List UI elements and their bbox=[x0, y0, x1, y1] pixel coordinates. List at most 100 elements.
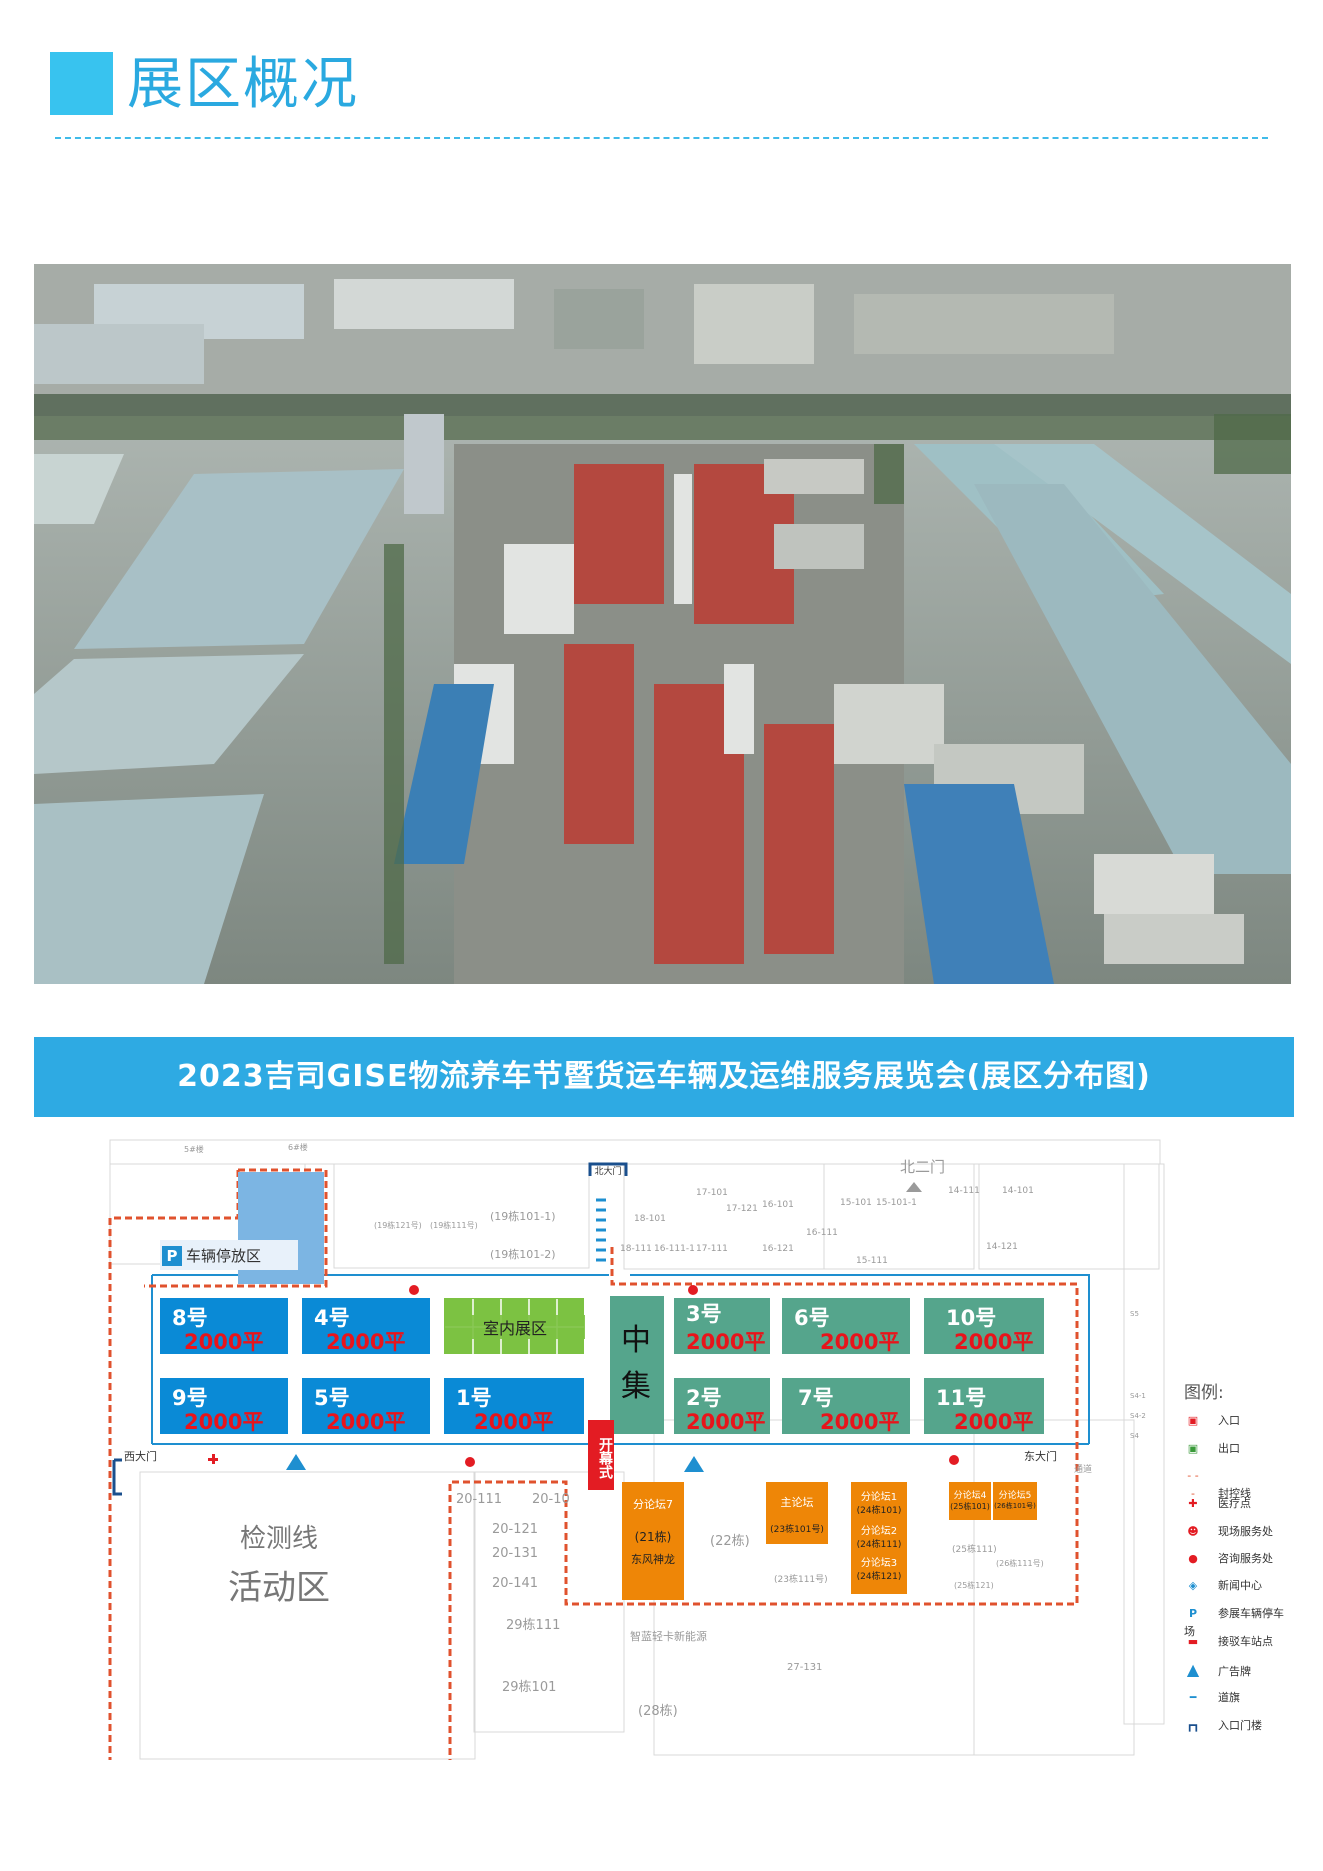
bldg-25-121: (25栋121) bbox=[954, 1581, 994, 1590]
gate-north2: 北二门 bbox=[900, 1158, 946, 1176]
bldg-27-131: 27-131 bbox=[787, 1662, 823, 1673]
hall-area: 2000平 bbox=[184, 1410, 264, 1434]
legend-entry: ▣入口 bbox=[1184, 1412, 1240, 1430]
forum-bldg: (24栋101) bbox=[856, 1506, 902, 1516]
aerial-photo bbox=[34, 264, 1291, 984]
gate-icon: ┏┓ bbox=[1186, 1719, 1200, 1732]
hall-2: 2号 2000平 bbox=[674, 1378, 770, 1434]
bldg-16-101: 16-101 bbox=[762, 1200, 794, 1210]
bldg-17-101: 17-101 bbox=[696, 1188, 728, 1198]
forum-main: 主论坛 (23栋101号) bbox=[766, 1482, 828, 1544]
bldg-16-111-1: 16-111-1 bbox=[654, 1244, 695, 1254]
forum-bldg: (23栋101号) bbox=[770, 1525, 824, 1535]
hall-4: 4号 2000平 bbox=[302, 1298, 430, 1354]
hall-number: 4号 bbox=[314, 1306, 350, 1330]
hall-number: 11号 bbox=[936, 1386, 987, 1410]
zhongji-label: 中集 bbox=[621, 1323, 651, 1404]
bldg-29-111: 29栋111 bbox=[506, 1618, 561, 1633]
bldg-15-101: 15-101 bbox=[840, 1198, 872, 1208]
header-divider bbox=[55, 137, 1268, 139]
forum-5: 分论坛5 (26栋101号) bbox=[993, 1482, 1037, 1520]
bldg-20-131: 20-131 bbox=[492, 1546, 539, 1561]
hall-1: 1号 2000平 bbox=[444, 1378, 584, 1434]
road-flag-icon: ━ bbox=[1189, 1691, 1197, 1704]
billboard-triangle-icon: ▲ bbox=[1186, 1660, 1200, 1679]
gate-east: 东大门 bbox=[1024, 1450, 1057, 1463]
parking-legend-icon: P bbox=[1188, 1607, 1198, 1620]
page-title: 展区概况 bbox=[127, 52, 359, 117]
bldg-20-141: 20-141 bbox=[492, 1576, 539, 1591]
exhibition-map: P 车辆停放区 北大门 北二门 西大门 东大门 8号 2000平 4号 2000… bbox=[34, 1120, 1294, 1760]
hall-number: 2号 bbox=[686, 1386, 722, 1410]
legend-title: 图例: bbox=[1184, 1383, 1224, 1403]
legend-medical: ✚医疗点 bbox=[1184, 1495, 1251, 1513]
forum-1-3: 分论坛1 (24栋101) 分论坛2 (24栋111) 分论坛3 (24栋121… bbox=[851, 1482, 907, 1594]
bldg-26-111: (26栋111号) bbox=[996, 1559, 1044, 1568]
bldg-20-10: 20-10 bbox=[532, 1492, 570, 1507]
hall-number: 5号 bbox=[314, 1386, 350, 1410]
zhongji-hall: 中集 bbox=[610, 1296, 664, 1434]
legend-gate: ┏┓入口门楼 bbox=[1184, 1717, 1262, 1735]
bldg-15-111: 15-111 bbox=[856, 1256, 888, 1266]
forum-bldg: (21栋) bbox=[634, 1530, 672, 1544]
bldg-top5: 5#楼 bbox=[184, 1145, 204, 1154]
hall-6: 6号 2000平 bbox=[782, 1298, 910, 1354]
hall-area: 2000平 bbox=[326, 1330, 406, 1354]
forum-bldg: (24栋121) bbox=[856, 1572, 902, 1582]
hall-5: 5号 2000平 bbox=[302, 1378, 430, 1434]
s4-label: S4 bbox=[1130, 1432, 1139, 1440]
bldg-25-111: (25栋111) bbox=[952, 1545, 997, 1555]
gate-west: 西大门 bbox=[124, 1450, 157, 1463]
forum-title: 主论坛 bbox=[780, 1496, 814, 1509]
hall-number: 1号 bbox=[456, 1386, 492, 1410]
parking-label: 车辆停放区 bbox=[186, 1247, 262, 1265]
bldg-20-121: 20-121 bbox=[492, 1522, 539, 1537]
control-line-icon: - - - bbox=[1187, 1469, 1199, 1500]
map-banner: 2023吉司GISE物流养车节暨货运车辆及运维服务展览会(展区分布图) bbox=[34, 1037, 1294, 1117]
bldg-23-111: (23栋111号) bbox=[774, 1575, 828, 1585]
entrance-icon: ▣ bbox=[1187, 1414, 1199, 1427]
bldg-19-101-2: (19栋101-2) bbox=[490, 1248, 556, 1261]
forum-title: 分论坛5 bbox=[998, 1491, 1032, 1501]
hall-area: 2000平 bbox=[954, 1330, 1034, 1354]
bldg-14-101: 14-101 bbox=[1002, 1186, 1034, 1196]
hall-area: 2000平 bbox=[686, 1330, 766, 1354]
bldg-15-101-1: 15-101-1 bbox=[876, 1198, 917, 1208]
hall-area: 2000平 bbox=[820, 1330, 900, 1354]
opening-ceremony: 开幕式 bbox=[588, 1420, 614, 1490]
inspection-label: 检测线 bbox=[239, 1524, 318, 1554]
zhilan-label: 智蓝轻卡新能源 bbox=[630, 1630, 707, 1643]
exit-icon: ▣ bbox=[1187, 1442, 1199, 1455]
hall-number: 9号 bbox=[172, 1386, 208, 1410]
hall-11: 11号 2000平 bbox=[924, 1378, 1044, 1434]
legend-service: ☻现场服务处 bbox=[1184, 1523, 1273, 1541]
bldg-18-111: 18-111 bbox=[620, 1244, 652, 1254]
hall-7: 7号 2000平 bbox=[782, 1378, 910, 1434]
bldg-29-101: 29栋101 bbox=[502, 1680, 557, 1695]
hall-number: 7号 bbox=[798, 1386, 834, 1410]
legend-flag: ━道旗 bbox=[1184, 1689, 1240, 1707]
bldg-19-101-1: (19栋101-1) bbox=[490, 1210, 556, 1223]
forum-4: 分论坛4 (25栋101) bbox=[949, 1482, 991, 1520]
east-road-label: 通道 bbox=[1074, 1465, 1093, 1475]
info-icon: ● bbox=[1188, 1552, 1198, 1565]
indoor-label: 室内展区 bbox=[445, 1315, 585, 1339]
legend-info: ●咨询服务处 bbox=[1184, 1550, 1273, 1568]
parking-icon: P bbox=[162, 1246, 182, 1266]
forum-7: 分论坛7 (21栋) 东风神龙 bbox=[622, 1482, 684, 1600]
forum-bldg: (26栋101号) bbox=[994, 1502, 1036, 1510]
bldg-19-111: (19栋111号) bbox=[430, 1221, 478, 1230]
activity-label: 活动区 bbox=[228, 1568, 330, 1608]
indoor-hall: 室内展区 bbox=[444, 1298, 585, 1355]
hall-9: 9号 2000平 bbox=[160, 1378, 288, 1434]
forum-title: 分论坛4 bbox=[953, 1491, 987, 1501]
forum-sponsor: 东风神龙 bbox=[631, 1553, 675, 1566]
bldg-16-121: 16-121 bbox=[762, 1244, 794, 1254]
bldg-14-111: 14-111 bbox=[948, 1186, 980, 1196]
hall-area: 2000平 bbox=[184, 1330, 264, 1354]
forum-bldg: (24栋111) bbox=[856, 1540, 902, 1550]
legend-news: ◈新闻中心 bbox=[1184, 1577, 1262, 1595]
hall-area: 2000平 bbox=[686, 1410, 766, 1434]
forum-title: 分论坛3 bbox=[860, 1558, 898, 1569]
